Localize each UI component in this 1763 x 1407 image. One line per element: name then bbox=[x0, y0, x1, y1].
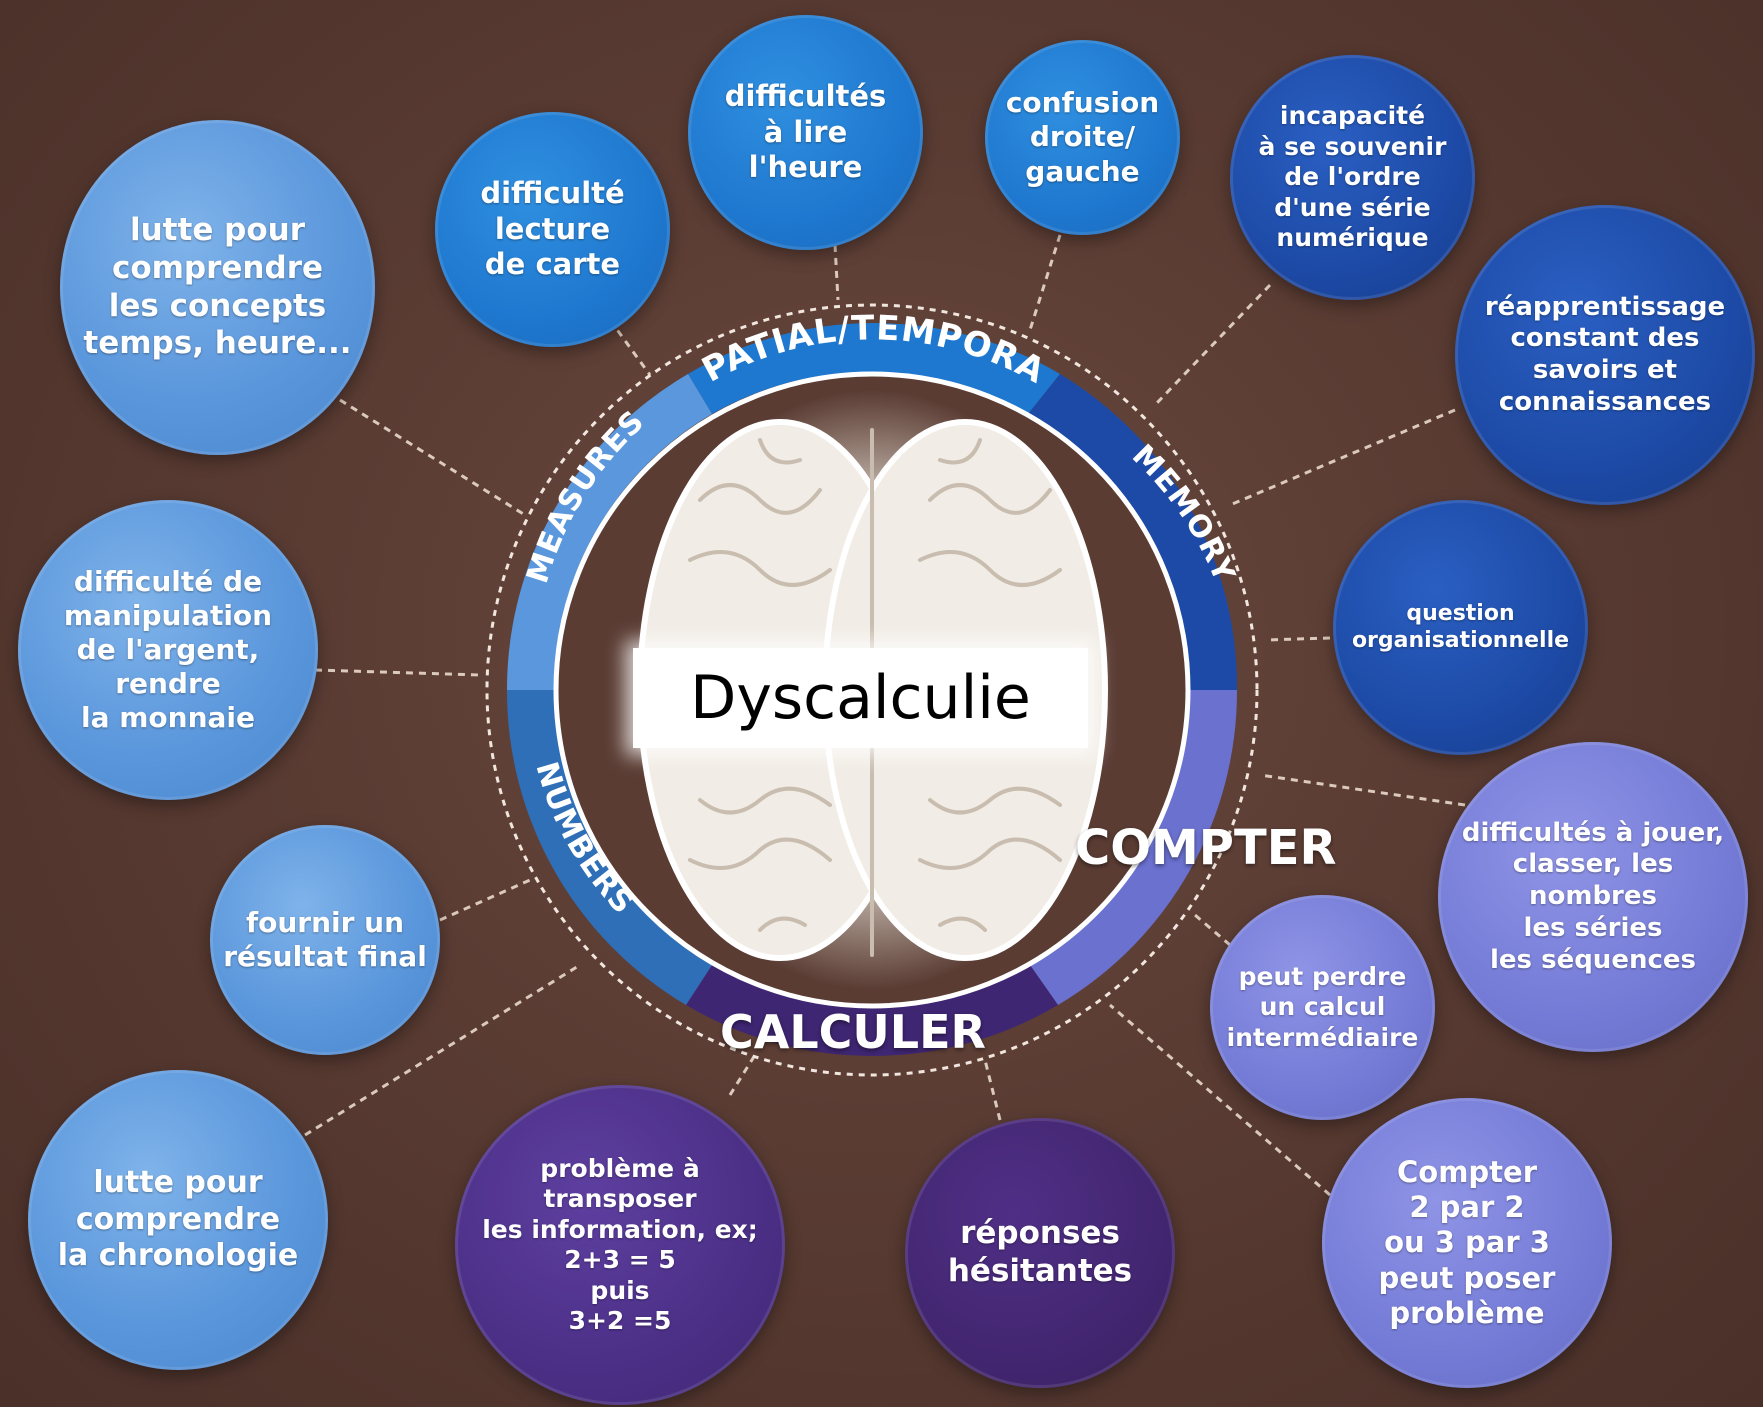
bubble-play-classify: difficultés à jouer, classer, les nombre… bbox=[1438, 742, 1748, 1052]
bubble-hesitant-answers: réponses hésitantes bbox=[905, 1118, 1175, 1388]
label-compter: COMPTER bbox=[1075, 820, 1337, 876]
bubble-left-right: confusion droite/ gauche bbox=[985, 40, 1180, 235]
connector-b6 bbox=[1229, 408, 1456, 507]
bubble-reading-time: difficultés à lire l'heure bbox=[688, 15, 923, 250]
connector-b5 bbox=[1153, 283, 1272, 407]
bubble-money-handling: difficulté de manipulation de l'argent, … bbox=[18, 500, 318, 800]
connector-b2 bbox=[608, 319, 652, 376]
segment-measures bbox=[506, 374, 712, 690]
bubble-organisation: question organisationnelle bbox=[1333, 500, 1588, 755]
label-calculer: CALCULER bbox=[720, 1005, 986, 1059]
segment-calculer bbox=[686, 965, 1058, 1056]
bubble-count-by-two: Compter 2 par 2 ou 3 par 3 peut poser pr… bbox=[1322, 1098, 1612, 1388]
bubble-time-concepts: lutte pour comprendre les concepts temps… bbox=[60, 120, 375, 455]
segment-numbers bbox=[506, 690, 712, 1005]
connector-b15 bbox=[1109, 1003, 1331, 1197]
connector-b3 bbox=[833, 244, 840, 301]
bubble-map-reading: difficulté lecture de carte bbox=[435, 112, 670, 347]
connector-b10 bbox=[1259, 773, 1466, 807]
ring-segments bbox=[506, 323, 1238, 1056]
connector-b4 bbox=[1028, 234, 1062, 331]
segment-compter bbox=[1030, 690, 1238, 1005]
segment-spatial-temporal bbox=[688, 323, 1060, 414]
bubble-relearning: réapprentissage constant des savoirs et … bbox=[1455, 205, 1755, 505]
connector-lines bbox=[304, 234, 1466, 1197]
connector-b13 bbox=[728, 1054, 757, 1096]
outer-dotted-ring bbox=[485, 303, 1259, 1077]
center-title: Dyscalculie bbox=[633, 648, 1088, 748]
bubble-transpose-info: problème à transposer les information, e… bbox=[455, 1085, 785, 1405]
segment-memory bbox=[1028, 374, 1238, 690]
bubble-final-result: fournir un résultat final bbox=[210, 825, 440, 1055]
connector-b9 bbox=[439, 878, 531, 922]
bubble-number-order: incapacité à se souvenir de l'ordre d'un… bbox=[1230, 55, 1475, 300]
bubble-lose-calculation: peut perdre un calcul intermédiaire bbox=[1210, 895, 1435, 1120]
connector-b8 bbox=[314, 668, 481, 677]
bubble-chronology: lutte pour comprendre la chronologie bbox=[28, 1070, 328, 1370]
connector-b7 bbox=[1264, 636, 1331, 642]
connector-b1 bbox=[339, 398, 526, 517]
connector-b12 bbox=[304, 963, 581, 1137]
connector-b11 bbox=[1194, 913, 1231, 947]
connector-b14 bbox=[983, 1059, 1002, 1121]
